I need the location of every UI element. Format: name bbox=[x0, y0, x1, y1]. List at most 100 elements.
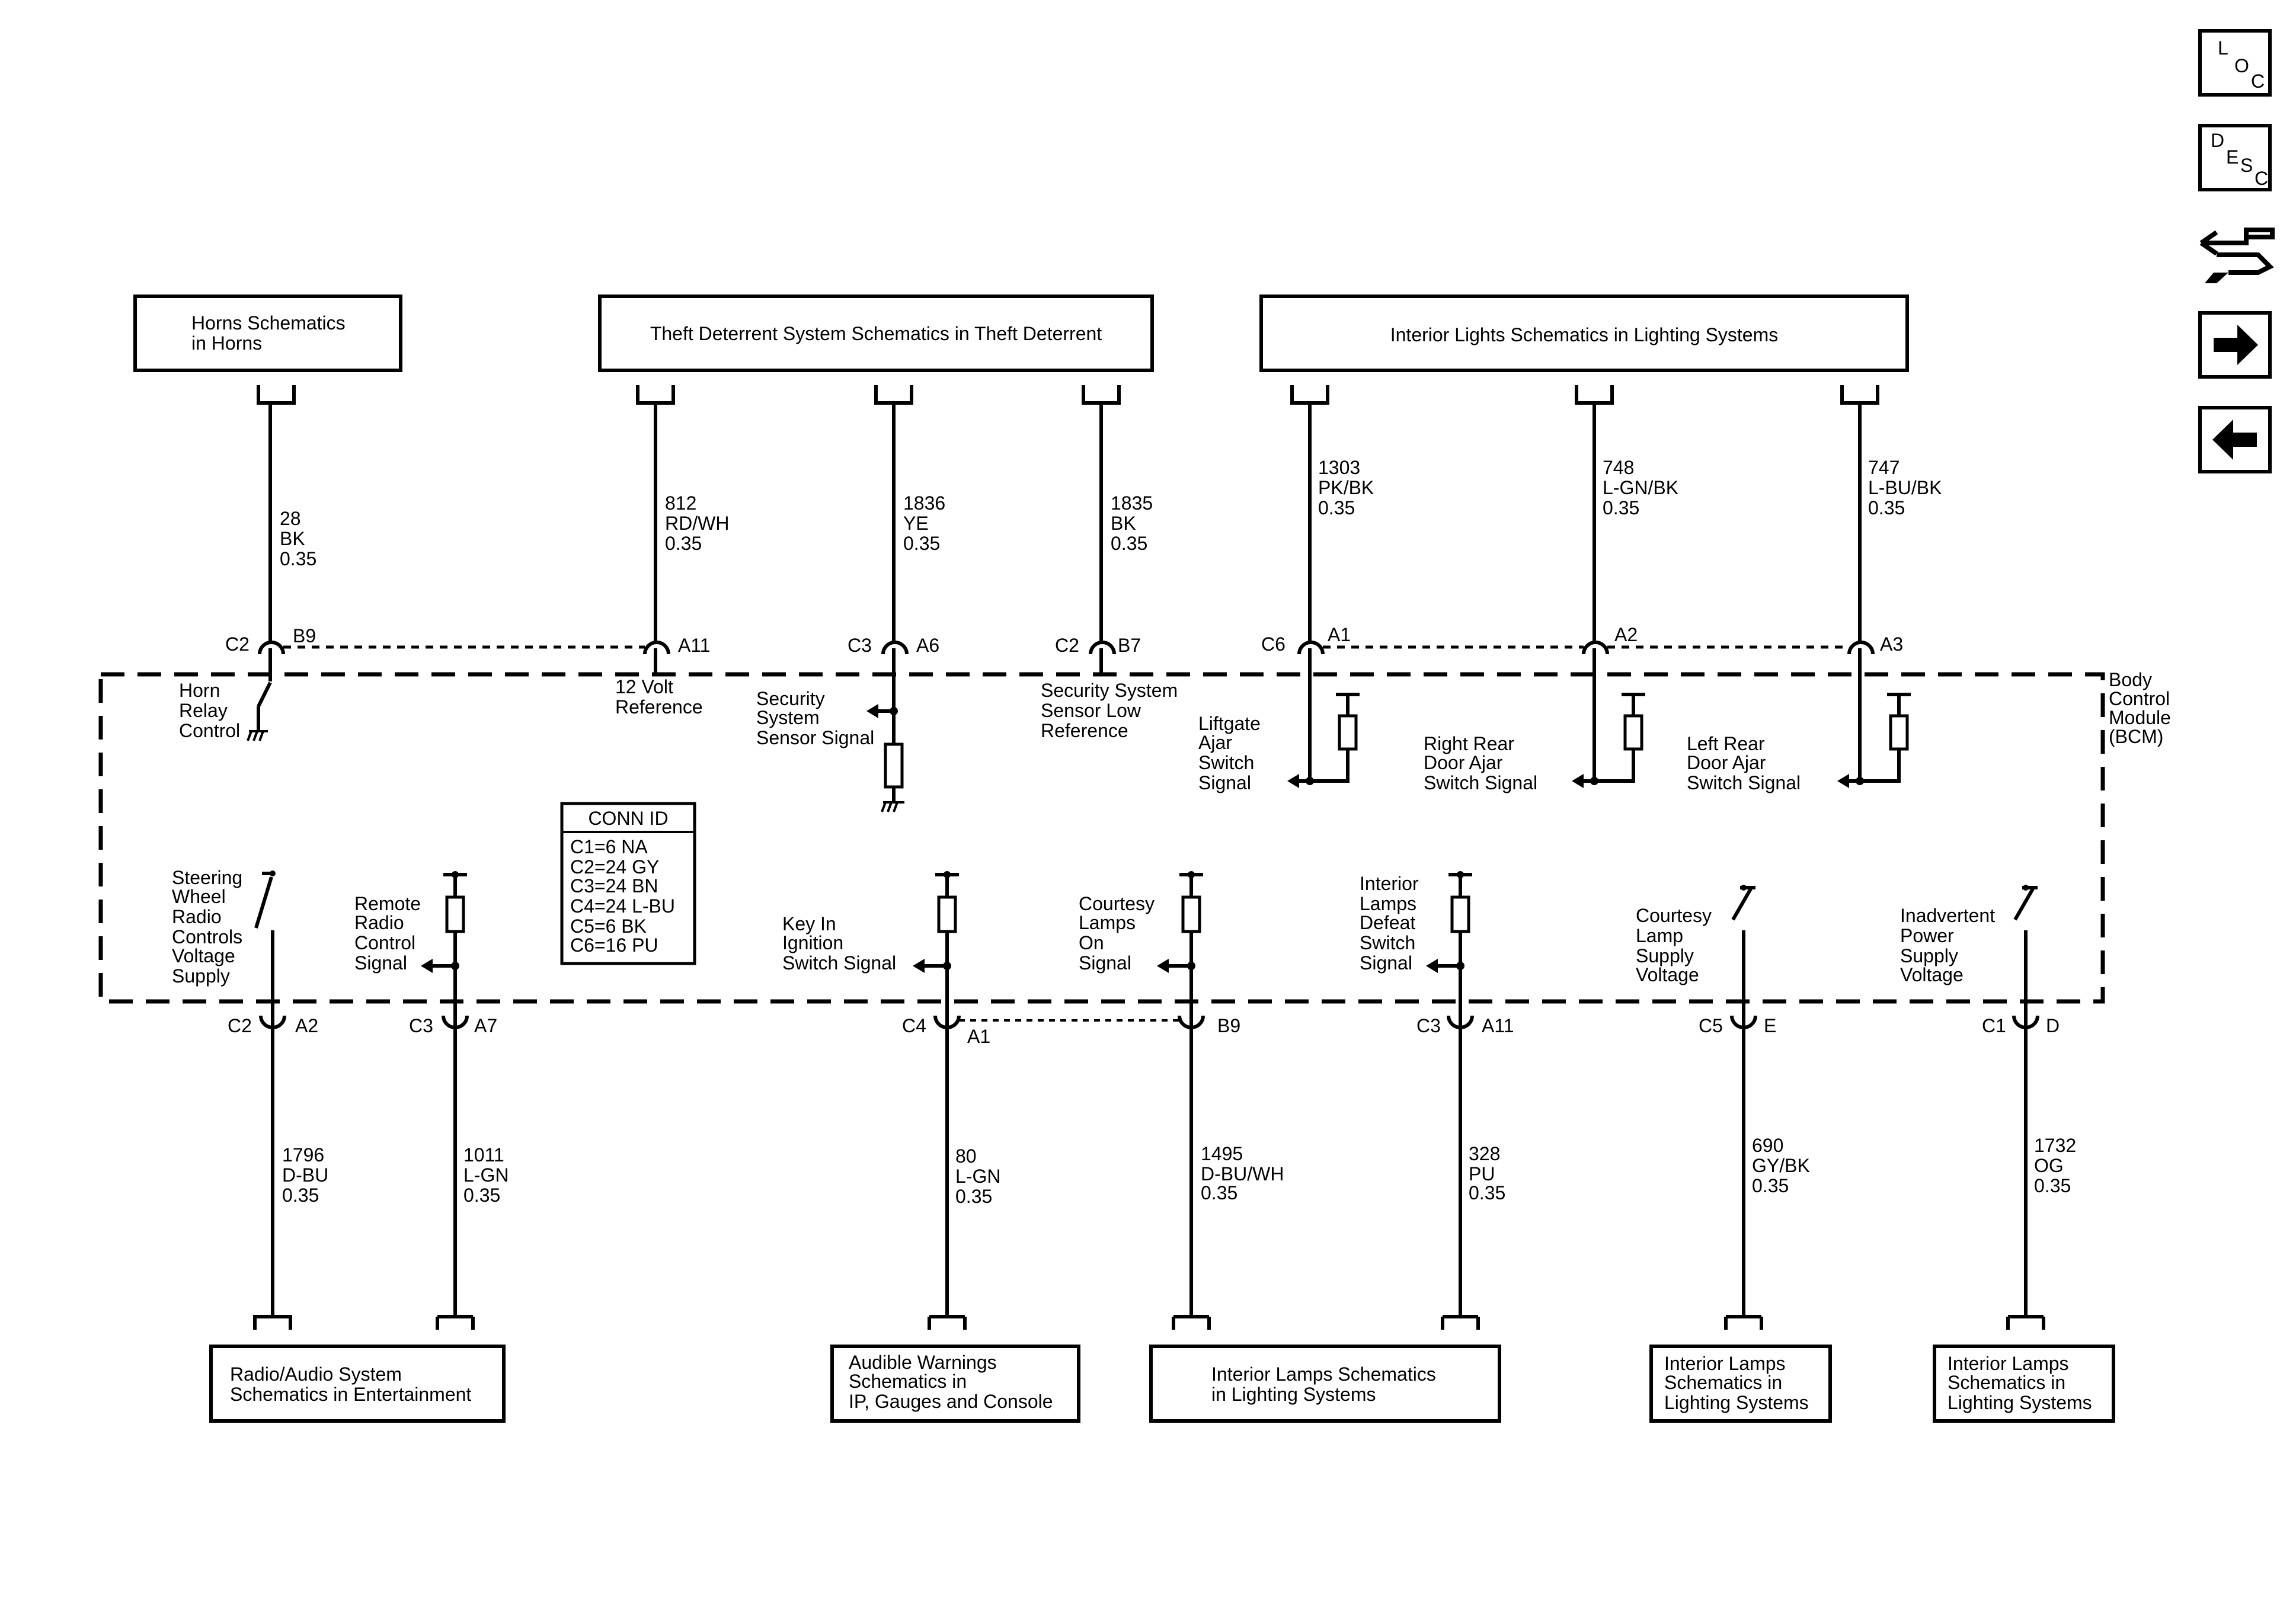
svg-text:Sensor Low: Sensor Low bbox=[1041, 700, 1141, 721]
svg-text:Radio: Radio bbox=[172, 906, 222, 927]
circuit-label-left-rear-door-ajar: Left Rear Door Ajar Switch Signal bbox=[1687, 733, 1801, 793]
svg-text:PU: PU bbox=[1469, 1163, 1495, 1185]
horns-schematics-box[interactable]: Horns Schematics in Horns bbox=[133, 295, 402, 372]
interior-b-box-line3: Lighting Systems bbox=[1948, 1392, 2092, 1413]
remote-radio-control-circuit bbox=[421, 871, 467, 1001]
svg-text:1011: 1011 bbox=[463, 1144, 504, 1166]
bcm-label: Body Control Module (BCM) bbox=[2109, 669, 2171, 747]
arrow-left-icon[interactable] bbox=[2212, 420, 2257, 460]
svg-text:Right Rear: Right Rear bbox=[1424, 733, 1514, 754]
svg-text:A3: A3 bbox=[1880, 633, 1903, 655]
svg-text:0.35: 0.35 bbox=[1603, 497, 1639, 518]
svg-text:System: System bbox=[756, 707, 820, 728]
svg-text:0.35: 0.35 bbox=[903, 533, 940, 554]
svg-text:0.35: 0.35 bbox=[1752, 1175, 1789, 1196]
wire-label-1796: 1796 D-BU 0.35 bbox=[282, 1144, 328, 1206]
horn-relay-switch bbox=[247, 674, 272, 741]
svg-text:GY/BK: GY/BK bbox=[1752, 1155, 1810, 1176]
left-rear-door-ajar-circuit bbox=[1837, 674, 1911, 788]
svg-text:Signal: Signal bbox=[1360, 952, 1412, 974]
svg-text:BK: BK bbox=[1111, 513, 1136, 534]
svg-text:0.35: 0.35 bbox=[2034, 1175, 2071, 1196]
connector-wrench-icon[interactable] bbox=[2199, 228, 2275, 283]
svg-text:C5: C5 bbox=[1699, 1015, 1723, 1036]
top-connector-labels: C2 B9 A11 C3 A6 C2 B7 C6 A1 A2 A3 bbox=[225, 624, 1903, 656]
loc-icon[interactable] bbox=[2198, 29, 2272, 97]
svg-text:Supply: Supply bbox=[1636, 945, 1694, 966]
arrow-right-icon[interactable] bbox=[2214, 325, 2258, 365]
svg-text:On: On bbox=[1079, 932, 1104, 953]
svg-text:C2: C2 bbox=[228, 1015, 252, 1036]
svg-text:0.35: 0.35 bbox=[1318, 497, 1355, 518]
interior-lamps-schematics-box-a[interactable]: Interior Lamps Schematics in Lighting Sy… bbox=[1649, 1345, 1832, 1423]
svg-text:C2: C2 bbox=[225, 633, 250, 655]
circuit-label-steering-wheel-radio: Steering Wheel Radio Controls Voltage Su… bbox=[172, 867, 242, 987]
nav-button-forward[interactable] bbox=[2198, 311, 2272, 379]
loc-letter-3: C bbox=[2251, 71, 2265, 92]
svg-text:690: 690 bbox=[1752, 1135, 1783, 1156]
top-wire-runs bbox=[268, 403, 1862, 641]
svg-text:RD/WH: RD/WH bbox=[665, 513, 729, 534]
svg-text:E: E bbox=[1764, 1015, 1776, 1036]
svg-text:Inadvertent: Inadvertent bbox=[1900, 905, 1995, 926]
nav-button-connector[interactable] bbox=[2199, 228, 2275, 283]
interior-b-box-line1: Interior Lamps bbox=[1948, 1353, 2069, 1374]
interior-a-box-line1: Interior Lamps bbox=[1664, 1353, 1786, 1374]
nav-button-loc[interactable]: L O C bbox=[2198, 29, 2272, 97]
circuit-label-interior-lamps-defeat: Interior Lamps Defeat Switch Signal bbox=[1360, 873, 1419, 974]
svg-text:A2: A2 bbox=[1614, 624, 1638, 645]
svg-text:Courtesy: Courtesy bbox=[1636, 905, 1712, 926]
svg-text:Signal: Signal bbox=[354, 952, 407, 974]
svg-text:Wheel: Wheel bbox=[172, 886, 226, 907]
conn-id-row: C6=16 PU bbox=[570, 934, 658, 956]
theft-box-line1: Theft Deterrent System Schematics in The… bbox=[650, 323, 1102, 344]
svg-text:PK/BK: PK/BK bbox=[1318, 477, 1374, 498]
circuit-label-horn-relay-control: Horn Relay Control bbox=[179, 680, 240, 741]
interior-lamps-schematics-box-main[interactable]: Interior Lamps Schematics in Lighting Sy… bbox=[1149, 1345, 1501, 1423]
wire-label-1836: 1836 YE 0.35 bbox=[903, 492, 945, 554]
desc-icon[interactable] bbox=[2198, 124, 2272, 191]
circuit-label-courtesy-lamps-on: Courtesy Lamps On Signal bbox=[1079, 893, 1155, 974]
svg-text:328: 328 bbox=[1469, 1143, 1500, 1164]
wire-label-80: 80 L-GN 0.35 bbox=[955, 1145, 1000, 1207]
svg-text:C2: C2 bbox=[1055, 635, 1079, 656]
svg-text:C4: C4 bbox=[902, 1015, 926, 1036]
desc-letter-3: S bbox=[2240, 155, 2253, 176]
circuit-label-liftgate-ajar: Liftgate Ajar Switch Signal bbox=[1198, 713, 1261, 793]
svg-text:0.35: 0.35 bbox=[1111, 533, 1147, 554]
nav-button-back[interactable] bbox=[2198, 406, 2272, 473]
nav-button-desc[interactable]: D E S C bbox=[2198, 124, 2272, 191]
svg-text:Control: Control bbox=[2109, 688, 2170, 709]
svg-text:Lamps: Lamps bbox=[1360, 893, 1416, 914]
horns-box-line2: in Horns bbox=[191, 332, 262, 354]
svg-text:C3: C3 bbox=[848, 635, 872, 656]
svg-text:Switch Signal: Switch Signal bbox=[1687, 772, 1801, 793]
svg-text:80: 80 bbox=[955, 1145, 977, 1167]
top-pin-arcs bbox=[258, 641, 1875, 674]
svg-text:(BCM): (BCM) bbox=[2109, 726, 2163, 747]
radio-audio-schematics-box[interactable]: Radio/Audio System Schematics in Enterta… bbox=[209, 1345, 506, 1423]
theft-deterrent-schematics-box[interactable]: Theft Deterrent System Schematics in The… bbox=[598, 295, 1154, 372]
svg-text:812: 812 bbox=[665, 492, 696, 514]
conn-id-row: C3=24 BN bbox=[570, 875, 658, 897]
inadvertent-power-switch bbox=[2013, 885, 2038, 1001]
bottom-wire-runs bbox=[271, 1001, 2028, 1317]
svg-text:Horn: Horn bbox=[179, 680, 220, 701]
interior-main-box-line1: Interior Lamps Schematics bbox=[1211, 1363, 1436, 1385]
courtesy-lamps-on-circuit bbox=[1157, 871, 1203, 1001]
bottom-connector-stubs bbox=[253, 1315, 2045, 1330]
wire-label-1835: 1835 BK 0.35 bbox=[1111, 492, 1153, 554]
svg-text:Interior: Interior bbox=[1360, 873, 1419, 894]
conn-id-row: C2=24 GY bbox=[570, 856, 659, 878]
svg-text:Signal: Signal bbox=[1079, 952, 1131, 974]
svg-text:L-GN: L-GN bbox=[463, 1164, 509, 1186]
audible-warnings-schematics-box[interactable]: Audible Warnings Schematics in IP, Gauge… bbox=[830, 1345, 1080, 1423]
svg-text:Switch: Switch bbox=[1198, 752, 1254, 773]
svg-text:B9: B9 bbox=[293, 625, 316, 646]
wire-label-1011: 1011 L-GN 0.35 bbox=[463, 1144, 509, 1206]
interior-lights-schematics-box[interactable]: Interior Lights Schematics in Lighting S… bbox=[1259, 295, 1909, 372]
interior-lamps-schematics-box-b[interactable]: Interior Lamps Schematics in Lighting Sy… bbox=[1933, 1345, 2115, 1423]
svg-text:Lamp: Lamp bbox=[1636, 925, 1683, 946]
svg-text:Signal: Signal bbox=[1198, 772, 1251, 793]
svg-text:A7: A7 bbox=[474, 1015, 497, 1036]
